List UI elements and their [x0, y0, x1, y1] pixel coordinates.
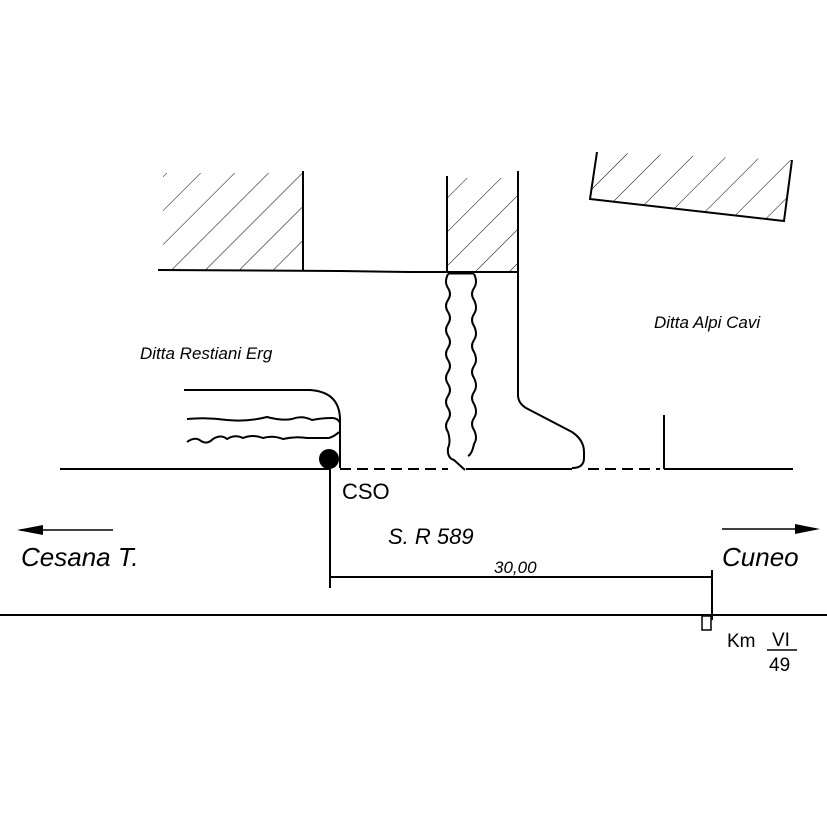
- km-prefix: Km: [727, 631, 756, 652]
- label-right-company: Ditta Alpi Cavi: [654, 313, 761, 332]
- driveway-outline: [517, 171, 585, 469]
- cso-outfall-point: [319, 449, 339, 469]
- building-center: [446, 176, 518, 272]
- km-marker-post: [701, 615, 712, 631]
- building-right: [588, 151, 793, 223]
- km-denominator: 49: [769, 655, 791, 676]
- arrow-right-icon: [722, 524, 820, 534]
- label-distance: 30,00: [494, 558, 537, 577]
- label-direction-right: Cuneo: [722, 542, 799, 572]
- road-edge: [60, 415, 793, 470]
- arrow-left-icon: [17, 525, 113, 535]
- label-road: S. R 589: [388, 524, 474, 549]
- label-left-company: Ditta Restiani Erg: [140, 344, 273, 363]
- distance-dimension: [329, 469, 713, 620]
- building-left: [163, 171, 304, 270]
- left-driveway: [184, 389, 341, 468]
- label-direction-left: Cesana T.: [21, 542, 139, 572]
- center-channel: [445, 271, 477, 471]
- km-numerator: VI: [772, 630, 790, 651]
- label-cso: CSO: [342, 479, 390, 504]
